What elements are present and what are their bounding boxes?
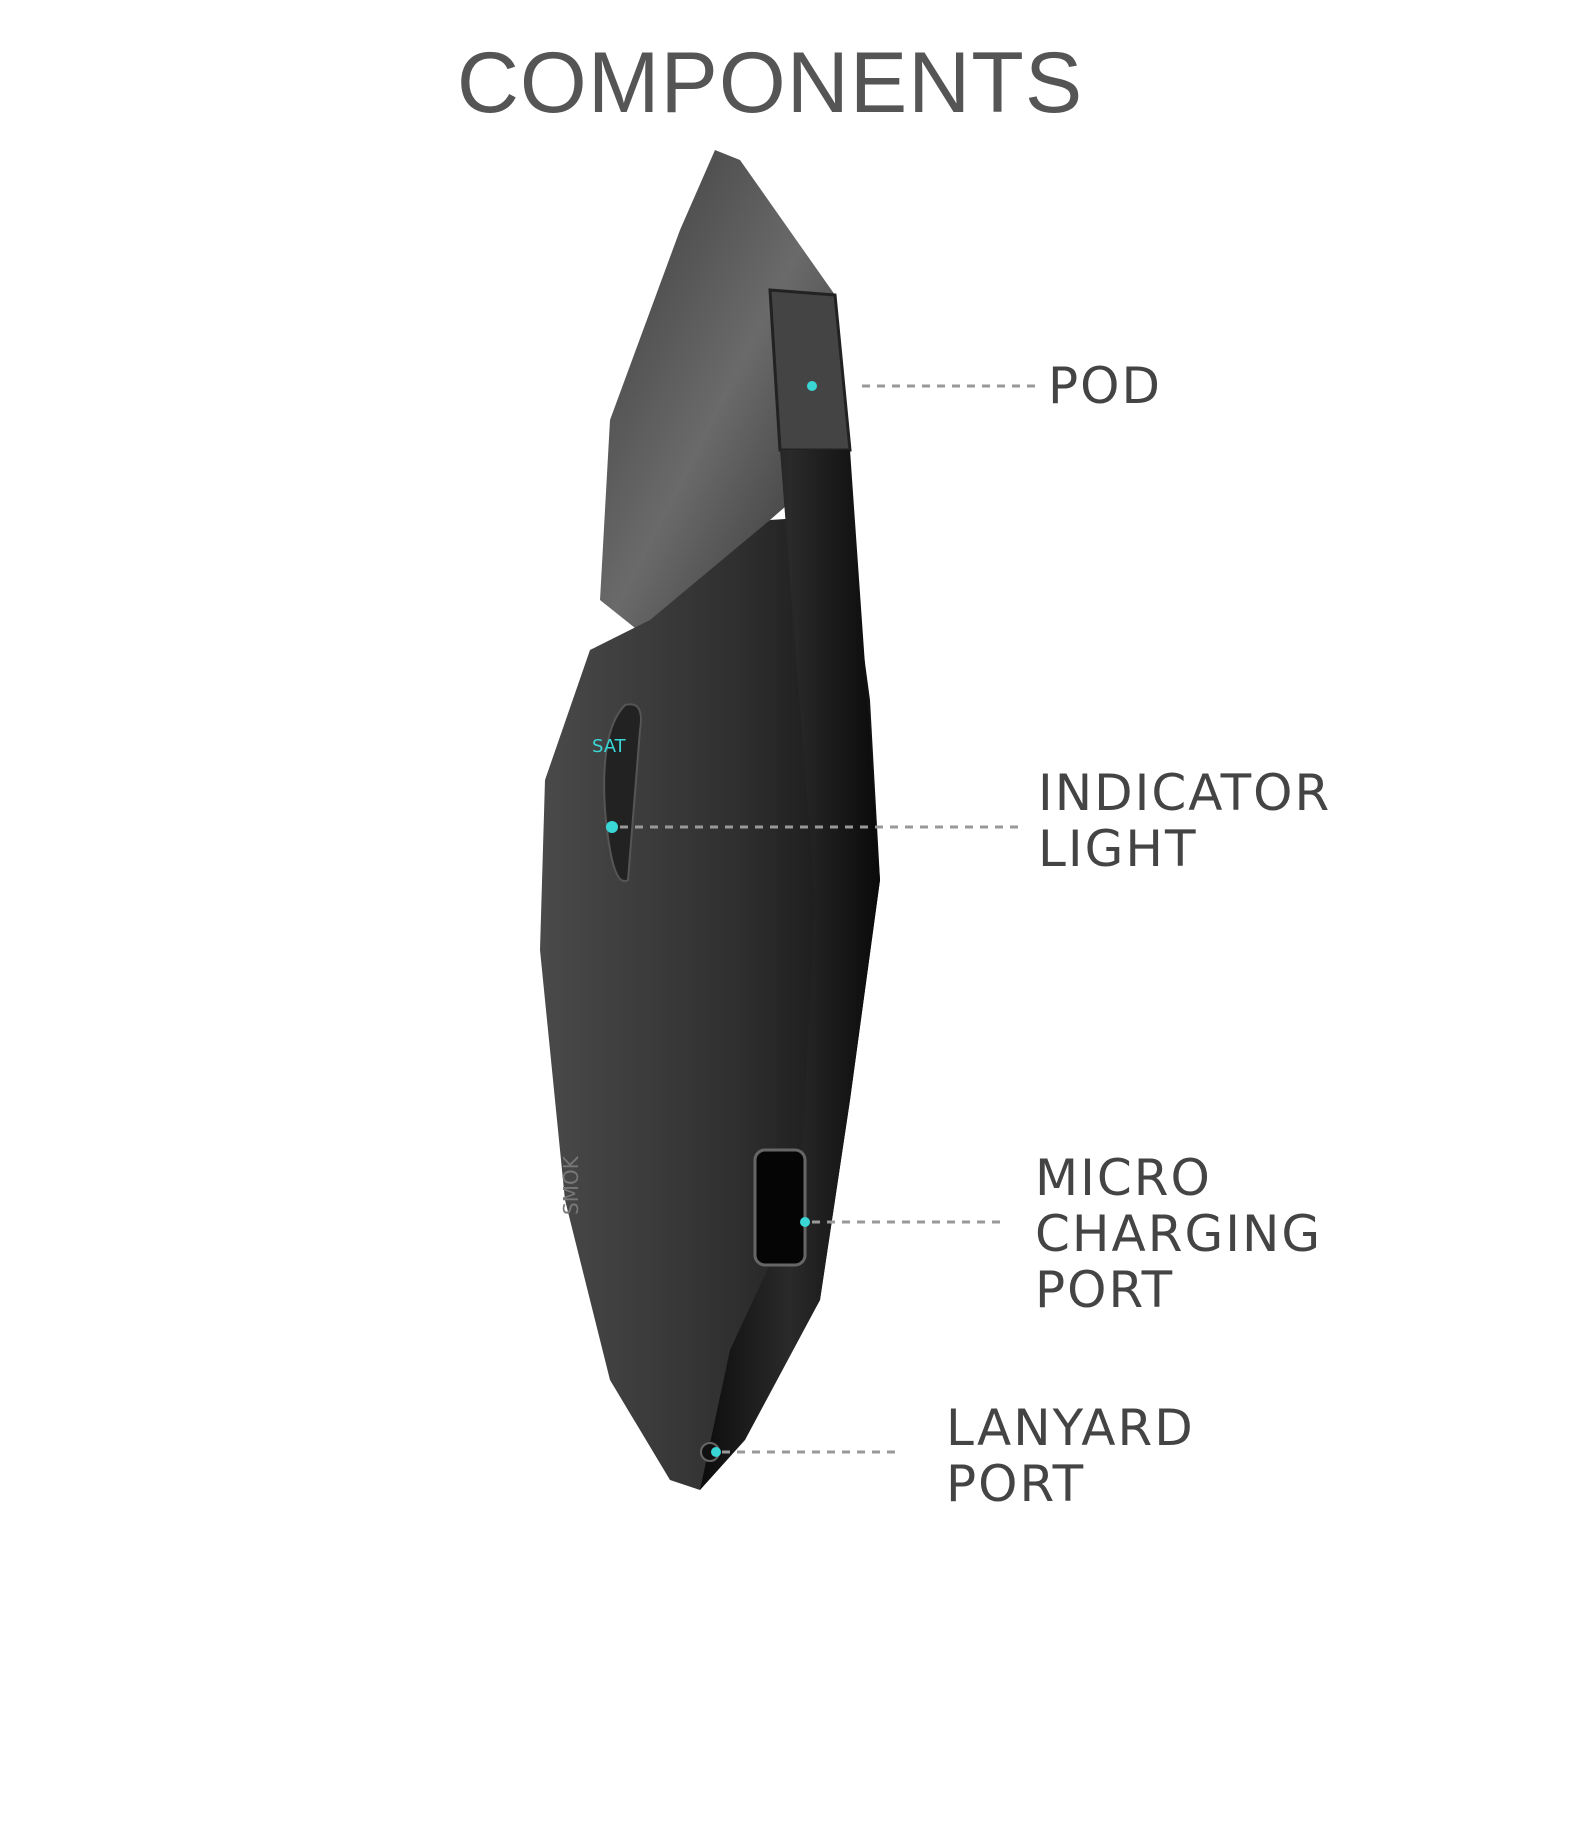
indicator-window <box>603 703 642 883</box>
usb-port <box>753 1148 807 1267</box>
pod-dot <box>807 381 817 391</box>
pod-shape <box>600 150 850 640</box>
label-line: CHARGING <box>1035 1205 1323 1263</box>
indicator-text: SAT <box>592 736 627 757</box>
label-line: LIGHT <box>1038 820 1198 878</box>
label-lanyard-port: LANYARD PORT <box>946 1400 1195 1512</box>
label-pod: POD <box>1048 358 1162 414</box>
label-line: PORT <box>946 1455 1086 1513</box>
label-line: LANYARD <box>946 1399 1195 1457</box>
indicator-dot <box>606 821 618 833</box>
lanyard-dot <box>711 1447 721 1457</box>
label-line: PORT <box>1035 1261 1175 1319</box>
label-line: POD <box>1048 357 1163 415</box>
page-title: COMPONENTS <box>456 35 1084 131</box>
charging-dot <box>800 1217 810 1227</box>
label-line: MICRO <box>1035 1149 1212 1207</box>
brand-logo: SMOK <box>559 1155 583 1215</box>
label-line: INDICATOR <box>1038 764 1332 822</box>
label-charging-port: MICRO CHARGING PORT <box>1035 1150 1322 1318</box>
side-edge <box>700 450 880 1490</box>
label-indicator-light: INDICATOR LIGHT <box>1038 765 1331 877</box>
